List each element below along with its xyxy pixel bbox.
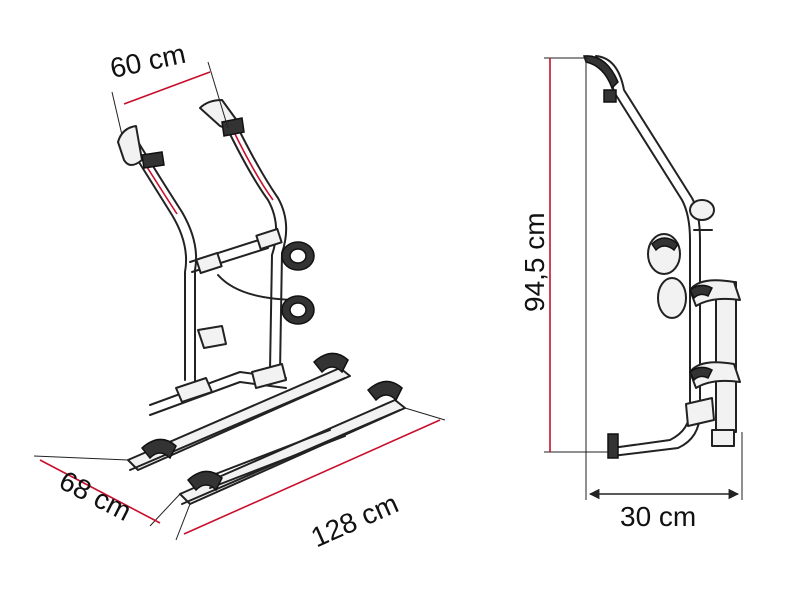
side-bracket (197, 325, 227, 349)
wheel-strap-front-right (366, 380, 403, 402)
side-main-tube (582, 55, 701, 457)
frame-clamp-lower (281, 295, 315, 325)
wheel-strap-front-left (186, 470, 223, 492)
side-wheel-strap-upper (689, 279, 741, 307)
right-upright-tube (227, 127, 288, 373)
rail-crossmember (199, 429, 346, 489)
label-top-width: 60 cm (107, 38, 188, 84)
upper-crossbar (189, 227, 301, 301)
left-upright-tube (121, 131, 198, 383)
side-frame-clamp-upper (647, 233, 687, 319)
side-lower-bracket (685, 397, 715, 427)
label-depth: 68 cm (54, 465, 136, 527)
dimension-side-depth: 30 cm (585, 58, 743, 532)
wheel-strap-rear-left (140, 438, 177, 460)
frame-clamp-upper (281, 241, 315, 271)
dimension-depth: 68 cm (33, 455, 181, 527)
side-top-hook-clip (603, 89, 617, 103)
lower-frame (149, 363, 287, 416)
rack-perspective-view: 60 cm 68 cm 128 cm (33, 38, 446, 554)
label-side-depth: 30 cm (620, 501, 696, 532)
label-length: 128 cm (306, 488, 402, 554)
dimension-top-width: 60 cm (107, 38, 229, 136)
label-height: 94,5 cm (519, 212, 550, 312)
right-top-hook (199, 99, 245, 137)
wheel-strap-rear-right (312, 352, 349, 374)
side-wheel-strap-lower (689, 361, 741, 389)
left-top-hook (117, 125, 165, 169)
side-bottom-foot (607, 433, 619, 459)
dimension-height: 94,5 cm (519, 57, 610, 453)
side-clamp-knob (689, 199, 715, 231)
rack-side-view: 94,5 cm 30 cm (519, 55, 743, 532)
